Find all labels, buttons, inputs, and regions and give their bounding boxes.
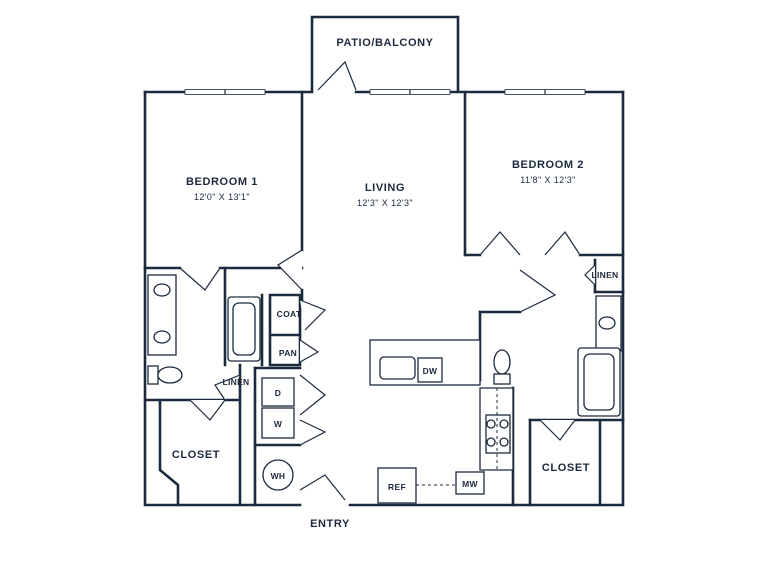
patio-door: [317, 60, 357, 91]
burner-icon: [486, 419, 496, 429]
patio-label: PATIO/BALCONY: [336, 37, 433, 49]
washer-label: W: [274, 419, 283, 429]
water-heater-circle: [262, 459, 294, 491]
toilet-icon: [157, 366, 183, 384]
dishwasher-label: DW: [423, 366, 438, 376]
bedroom-1-label: BEDROOM 1: [186, 176, 258, 188]
water-heater-label: WH: [271, 471, 286, 481]
bedroom-2-label: BEDROOM 2: [512, 159, 584, 171]
burner-icon: [499, 437, 509, 447]
doors: [179, 231, 596, 501]
dryer-box: [261, 377, 295, 407]
bath-2-fixtures: [493, 295, 622, 417]
dryer-label: D: [275, 388, 281, 398]
sink-icon: [153, 330, 171, 344]
interior-walls: [143, 90, 625, 507]
toilet-icon: [493, 349, 511, 375]
living-label: LIVING: [365, 182, 405, 194]
closet-right-label: CLOSET: [542, 462, 590, 474]
closet-left-label: CLOSET: [172, 449, 220, 461]
laundry: [261, 377, 295, 491]
toilet-tank-left: [147, 365, 159, 385]
exterior-walls: [143, 90, 625, 507]
linen-left-label: LINEN: [223, 377, 250, 387]
washer-box: [261, 407, 295, 439]
bedroom-1-dims: 12'0" X 13'1": [194, 192, 250, 202]
windows: [184, 89, 586, 95]
burner-icon: [499, 419, 509, 429]
toilet-tank-right: [493, 373, 511, 385]
dishwasher-box: [417, 357, 443, 383]
sink-icon: [598, 316, 616, 330]
sink-icon: [153, 283, 171, 297]
refrigerator-label: REF: [388, 482, 406, 492]
linen-right-label: LINEN: [592, 270, 619, 280]
pantry-label: PAN: [279, 348, 297, 358]
burner-icon: [486, 437, 496, 447]
sink-icon: [379, 356, 416, 380]
living-dims: 12'3" X 12'3": [357, 198, 413, 208]
patio-balcony: [310, 15, 460, 92]
bedroom-2-dims: 11'8" X 12'3": [520, 175, 575, 185]
bath-1-fixtures: [147, 274, 261, 385]
entry-label: ENTRY: [310, 518, 350, 530]
kitchen: [369, 339, 514, 504]
microwave-label: MW: [462, 479, 478, 489]
coat-label: COAT: [277, 309, 302, 319]
